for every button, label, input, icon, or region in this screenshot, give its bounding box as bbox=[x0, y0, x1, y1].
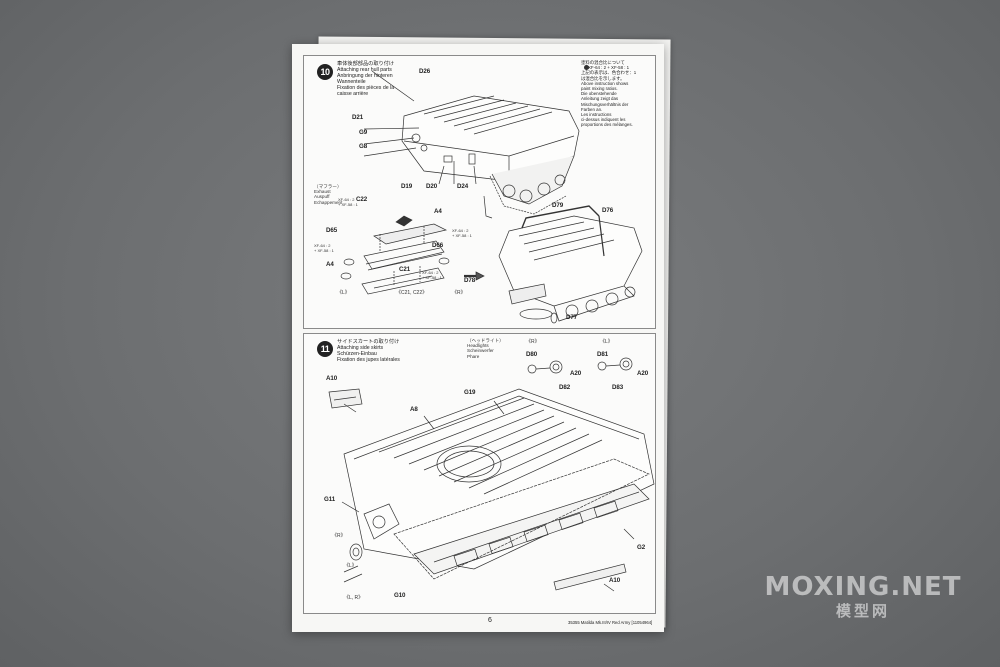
side-tag-left: 《L》 bbox=[344, 563, 357, 569]
watermark-logo: MOXING.NET 模型网 bbox=[764, 572, 962, 620]
part-label-c21: C21 bbox=[399, 266, 411, 273]
part-label-d80: D80 bbox=[526, 351, 538, 358]
part-label-d65: D65 bbox=[326, 227, 338, 234]
part-label-d83: D83 bbox=[612, 384, 624, 391]
part-label-a20: A20 bbox=[570, 370, 582, 377]
step-11-diagram bbox=[328, 357, 655, 592]
paint-mix-tag: XF-64 : 2 + XF-58 : 1 bbox=[452, 228, 472, 238]
part-label-d66: D66 bbox=[432, 242, 444, 249]
side-tag-left: 《L》 bbox=[337, 290, 350, 296]
step-10-diagram bbox=[340, 70, 643, 324]
part-label-d20: D20 bbox=[426, 183, 438, 190]
paint-mix-tag: XF-64 : 2 + XF-58 : 1 bbox=[422, 270, 442, 280]
part-label-d78: D78 bbox=[464, 277, 476, 284]
instruction-sheet: 10 車体後部部品の取り付け Attaching rear hull parts… bbox=[292, 44, 664, 632]
part-label-d24: D24 bbox=[457, 183, 469, 190]
part-label-a20: A20 bbox=[637, 370, 649, 377]
part-label-d26: D26 bbox=[419, 68, 431, 75]
part-label-a10: A10 bbox=[326, 375, 338, 382]
part-label-g8: G8 bbox=[359, 143, 368, 150]
part-label-d19: D19 bbox=[401, 183, 413, 190]
part-label-g9: G9 bbox=[359, 129, 368, 136]
side-tag-left-right: 《L, R》 bbox=[344, 595, 364, 601]
part-label-g10: G10 bbox=[394, 592, 406, 599]
side-tag-left: 《L》 bbox=[600, 339, 613, 345]
step-number-badge: 11 bbox=[317, 341, 333, 357]
side-tag-right: 《R》 bbox=[526, 339, 540, 345]
part-label-a10: A10 bbox=[609, 577, 621, 584]
part-label-g2: G2 bbox=[637, 544, 646, 551]
headlights-caption: （ヘッドライト） Headlights Scheinwerfer Phare bbox=[467, 338, 504, 359]
step-title: 車体後部部品の取り付け Attaching rear hull parts An… bbox=[337, 61, 395, 97]
part-label-d79: D79 bbox=[552, 202, 564, 209]
side-tag-c21-c22: 《C21, C22》 bbox=[396, 290, 428, 296]
step-11-panel: 11 サイドスカートの取り付け Attaching side skirts Sc… bbox=[303, 333, 656, 614]
product-code: 35355 Matilda Mk.III/IV Red Army [110549… bbox=[568, 620, 653, 625]
part-label-d77: D77 bbox=[566, 314, 578, 321]
side-tag-right: 《R》 bbox=[452, 290, 466, 296]
page-number: 6 bbox=[488, 617, 492, 624]
paint-mix-tag: XF-64 : 2 + XF-58 : 1 bbox=[314, 243, 334, 253]
part-label-d21: D21 bbox=[352, 114, 364, 121]
paint-swatch-icon bbox=[584, 65, 589, 70]
part-label-g19: G19 bbox=[464, 389, 476, 396]
part-label-g11: G11 bbox=[324, 496, 336, 503]
step-number-badge: 10 bbox=[317, 64, 333, 80]
side-tag-right: 《R》 bbox=[332, 533, 346, 539]
part-label-d81: D81 bbox=[597, 351, 609, 358]
step-title: サイドスカートの取り付け Attaching side skirts Schür… bbox=[337, 339, 400, 363]
part-label-d76: D76 bbox=[602, 207, 614, 214]
paint-mix-tag: XF-64 : 2 + XF-58 : 1 bbox=[338, 197, 358, 207]
step-10-panel: 10 車体後部部品の取り付け Attaching rear hull parts… bbox=[303, 55, 656, 329]
part-label-c22: C22 bbox=[356, 196, 368, 203]
part-label-d82: D82 bbox=[559, 384, 571, 391]
exhaust-caption: （マフラー） Exhaust Auspuff Echappement bbox=[314, 184, 343, 205]
part-label-a4: A4 bbox=[326, 261, 334, 268]
paint-ratio-note: 塗料の混合比について XF-64 : 2 + XF-58 : 1 上記の表示は、… bbox=[581, 60, 637, 128]
part-label-a8: A8 bbox=[410, 406, 418, 413]
part-label-a4: A4 bbox=[434, 208, 442, 215]
